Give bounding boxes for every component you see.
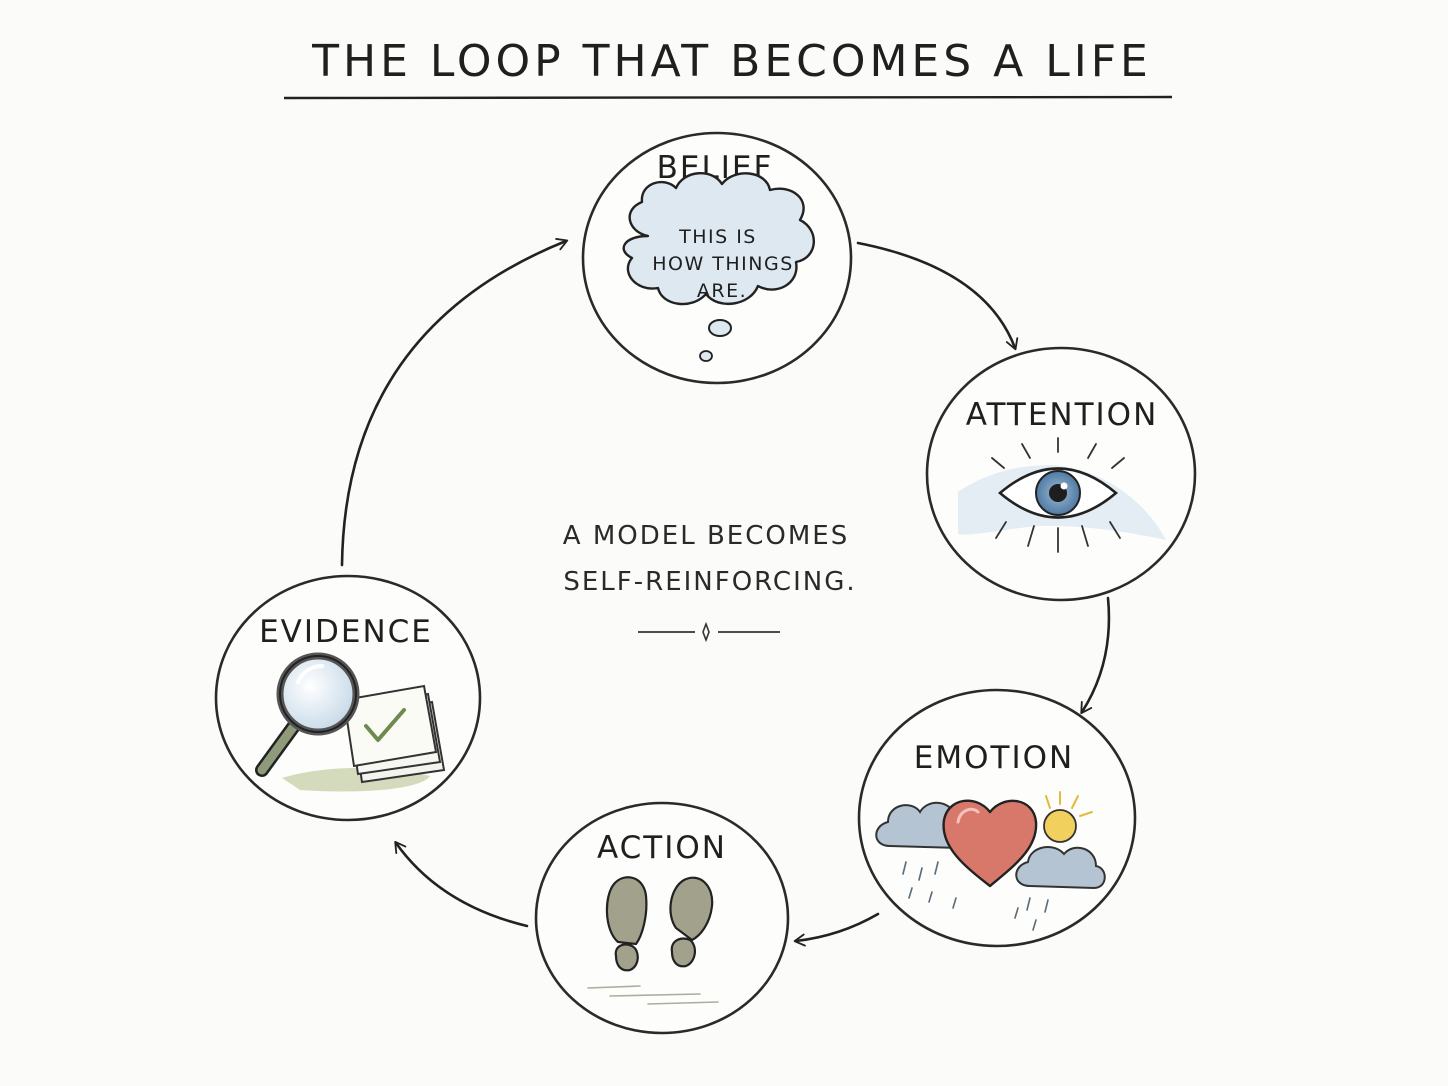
heart-weather-icon xyxy=(875,791,1106,931)
thought-cloud-icon xyxy=(622,171,816,362)
node-attention: ATTENTION xyxy=(925,346,1197,602)
center-text-line1: A MODEL BECOMES xyxy=(563,521,849,551)
loop-arrows xyxy=(340,238,1111,947)
thought-line-1: THIS IS xyxy=(678,226,757,248)
node-action-label: ACTION xyxy=(597,830,727,866)
arrow-action-to-evidence xyxy=(394,840,529,928)
sparkle-icon xyxy=(702,621,710,643)
page-title: THE LOOP THAT BECOMES A LIFE xyxy=(311,36,1152,87)
node-belief: BELIEF THIS IS HOW THINGS ARE. xyxy=(581,131,853,385)
center-divider xyxy=(638,621,780,643)
node-attention-label: ATTENTION xyxy=(966,397,1159,433)
thought-line-2: HOW THINGS xyxy=(652,253,794,275)
node-action: ACTION xyxy=(534,801,790,1035)
magnifier-documents-icon xyxy=(255,652,446,792)
arrow-emotion-to-action xyxy=(793,912,880,947)
arrow-attention-to-emotion xyxy=(1080,596,1111,715)
node-emotion: EMOTION xyxy=(857,688,1137,948)
eye-icon xyxy=(958,437,1166,553)
node-evidence-label: EVIDENCE xyxy=(259,614,433,650)
arrow-belief-to-attention xyxy=(856,241,1019,351)
arrow-evidence-to-belief xyxy=(340,238,569,567)
center-text-line2: SELF-REINFORCING. xyxy=(563,567,856,597)
thought-line-3: ARE. xyxy=(697,280,747,302)
footprints-icon xyxy=(587,876,719,1005)
title-underline xyxy=(283,95,1173,100)
node-emotion-label: EMOTION xyxy=(914,740,1074,776)
node-evidence: EVIDENCE xyxy=(214,574,482,822)
